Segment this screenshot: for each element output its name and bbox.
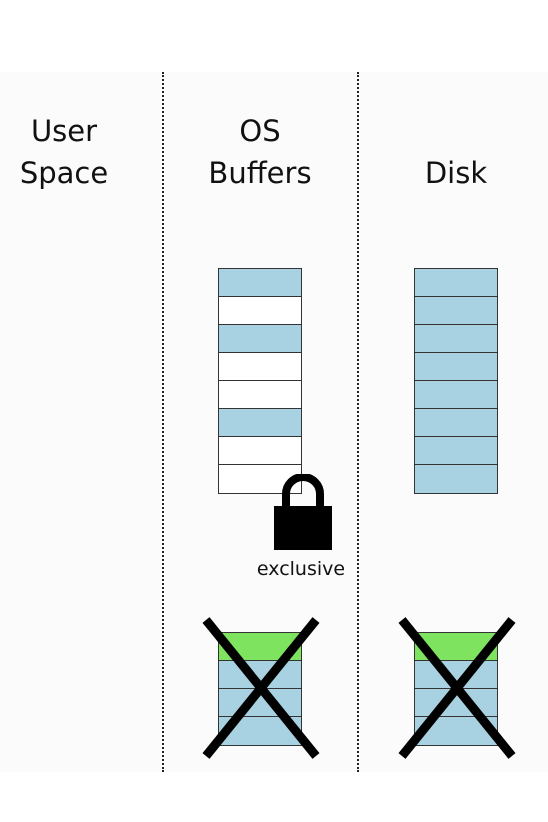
empty-page-cell <box>219 381 301 409</box>
column-title-line: User <box>30 114 98 148</box>
column-divider-left <box>162 72 164 772</box>
column-title-disk: Disk <box>386 110 526 194</box>
padlock-icon <box>274 474 332 550</box>
cross-out-icon <box>398 617 516 759</box>
column-title-line: Disk <box>424 156 488 190</box>
os-buffer-page-stack <box>218 268 302 494</box>
filled-page-cell <box>415 297 497 325</box>
filled-page-cell <box>415 465 497 493</box>
filled-page-cell <box>219 325 301 353</box>
filled-page-cell <box>415 269 497 297</box>
disk-page-stack <box>414 268 498 494</box>
column-divider-right <box>357 72 359 772</box>
column-title-os-buffers: OS Buffers <box>190 110 330 194</box>
column-title-line: Space <box>19 156 109 190</box>
lock-label: exclusive <box>256 558 346 580</box>
filled-page-cell <box>415 409 497 437</box>
filled-page-cell <box>415 353 497 381</box>
column-title-line: OS <box>239 114 281 148</box>
filled-page-cell <box>415 381 497 409</box>
filled-page-cell <box>415 437 497 465</box>
filled-page-cell <box>415 325 497 353</box>
empty-page-cell <box>219 297 301 325</box>
filled-page-cell <box>219 409 301 437</box>
cross-out-icon <box>202 617 320 759</box>
empty-page-cell <box>219 437 301 465</box>
column-title-line: Buffers <box>208 156 312 190</box>
filled-page-cell <box>219 269 301 297</box>
empty-page-cell <box>219 353 301 381</box>
column-title-user-space: User Space <box>0 110 134 194</box>
column-title-line <box>386 110 526 152</box>
